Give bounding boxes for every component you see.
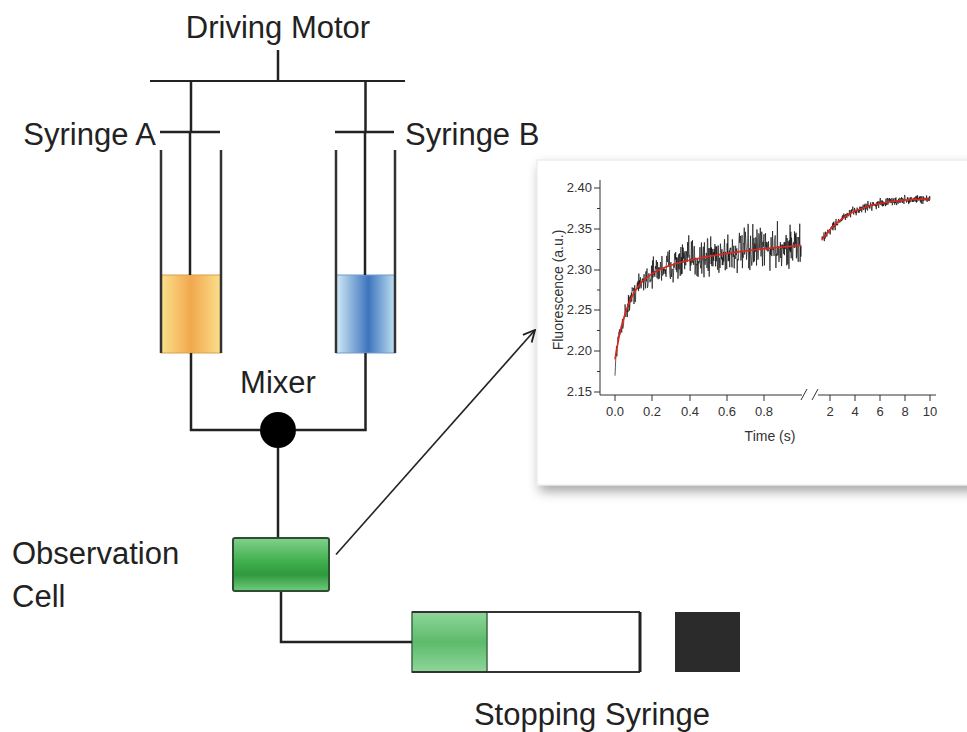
stopping-solution — [412, 612, 487, 672]
tick-label: 2 — [826, 404, 833, 420]
stopping-syringe: Stopping Syringe — [412, 612, 740, 672]
tick-mark — [652, 395, 653, 401]
tick-label: 0.4 — [681, 404, 699, 420]
tick-mark — [594, 229, 600, 230]
chart-panel: 2.40 2.35 2.30 2.25 2.20 2.15 0.0 0.2 0.4 0.6 0.8 2… — [537, 160, 967, 485]
x-axis — [600, 395, 802, 396]
stop-block — [675, 612, 740, 672]
tick-mark — [690, 395, 691, 401]
part-label: Stopping Syringe — [474, 696, 710, 732]
part-label: Syringe B — [405, 116, 539, 153]
tick-mark — [764, 395, 765, 401]
tick-mark — [880, 395, 881, 401]
fit-curve — [615, 245, 801, 359]
axis-title: Time (s) — [745, 428, 796, 445]
fit-curve — [822, 199, 930, 240]
axis-title: Fluorescence (a.u.) — [550, 230, 567, 351]
tick-mark — [597, 371, 600, 372]
tick-mark — [594, 310, 600, 311]
tick-mark — [597, 208, 600, 209]
tick-label: 0.0 — [606, 404, 624, 420]
tube-line — [190, 82, 193, 131]
barrel-wall — [412, 611, 640, 613]
tick-label: 8 — [901, 404, 908, 420]
tick-label: 10 — [923, 404, 937, 420]
tick-label: 2.15 — [567, 384, 592, 400]
plunger-rod — [189, 132, 192, 275]
tube-line — [281, 592, 412, 642]
tick-label: 0.2 — [643, 404, 661, 420]
tick-mark — [830, 395, 831, 401]
tick-label: 2.40 — [567, 180, 592, 196]
tick-mark — [597, 330, 600, 331]
tube-line — [364, 82, 367, 131]
tick-mark — [597, 290, 600, 291]
tick-mark — [615, 395, 616, 401]
tick-label: 2.30 — [567, 262, 592, 278]
tick-label: 0.8 — [755, 404, 773, 420]
tick-label: 0.6 — [718, 404, 736, 420]
motor-bar: Driving Motor — [150, 5, 405, 82]
tick-label: 2.25 — [567, 302, 592, 318]
axis-break — [812, 389, 818, 400]
tick-mark — [855, 395, 856, 401]
syringe: Syringe A — [160, 131, 222, 353]
pointer-arrow — [336, 330, 535, 555]
part-label: Observation Cell — [12, 533, 207, 619]
solution-b — [336, 275, 395, 353]
part-label: Driving Motor — [186, 9, 370, 46]
barrel-wall — [220, 150, 223, 353]
data-trace — [822, 195, 930, 241]
part-label: Syringe A — [23, 116, 156, 153]
tick-mark — [594, 188, 600, 189]
barrel-wall — [335, 150, 338, 353]
fluorescence-plot — [594, 180, 936, 401]
tick-mark — [905, 395, 906, 401]
x-axis — [818, 395, 936, 396]
tick-mark — [597, 249, 600, 250]
syringe: Syringe B — [335, 131, 396, 353]
barrel-wall — [160, 150, 163, 353]
tick-mark — [727, 395, 728, 401]
tick-mark — [930, 395, 931, 401]
tick-mark — [594, 392, 600, 393]
data-trace — [615, 221, 801, 376]
solution-a — [161, 275, 221, 353]
barrel-wall — [394, 150, 397, 353]
plunger-rod — [364, 132, 367, 275]
observation-cell: Observation Cell — [232, 537, 330, 592]
stopping-plunger — [639, 612, 642, 672]
chart-panel — [537, 160, 967, 485]
tick-mark — [594, 270, 600, 271]
tick-label: 4 — [851, 404, 858, 420]
tick-label: 6 — [876, 404, 883, 420]
motor-stem — [277, 50, 280, 81]
mixer-circle: Mixer — [260, 412, 296, 448]
part-label: Mixer — [240, 364, 316, 401]
tick-label: 2.20 — [567, 343, 592, 359]
tick-label: 2.35 — [567, 221, 592, 237]
axis-break — [801, 389, 807, 400]
barrel-wall — [412, 671, 640, 673]
tube-line — [277, 448, 280, 537]
y-axis — [600, 180, 601, 395]
tick-mark — [594, 351, 600, 352]
